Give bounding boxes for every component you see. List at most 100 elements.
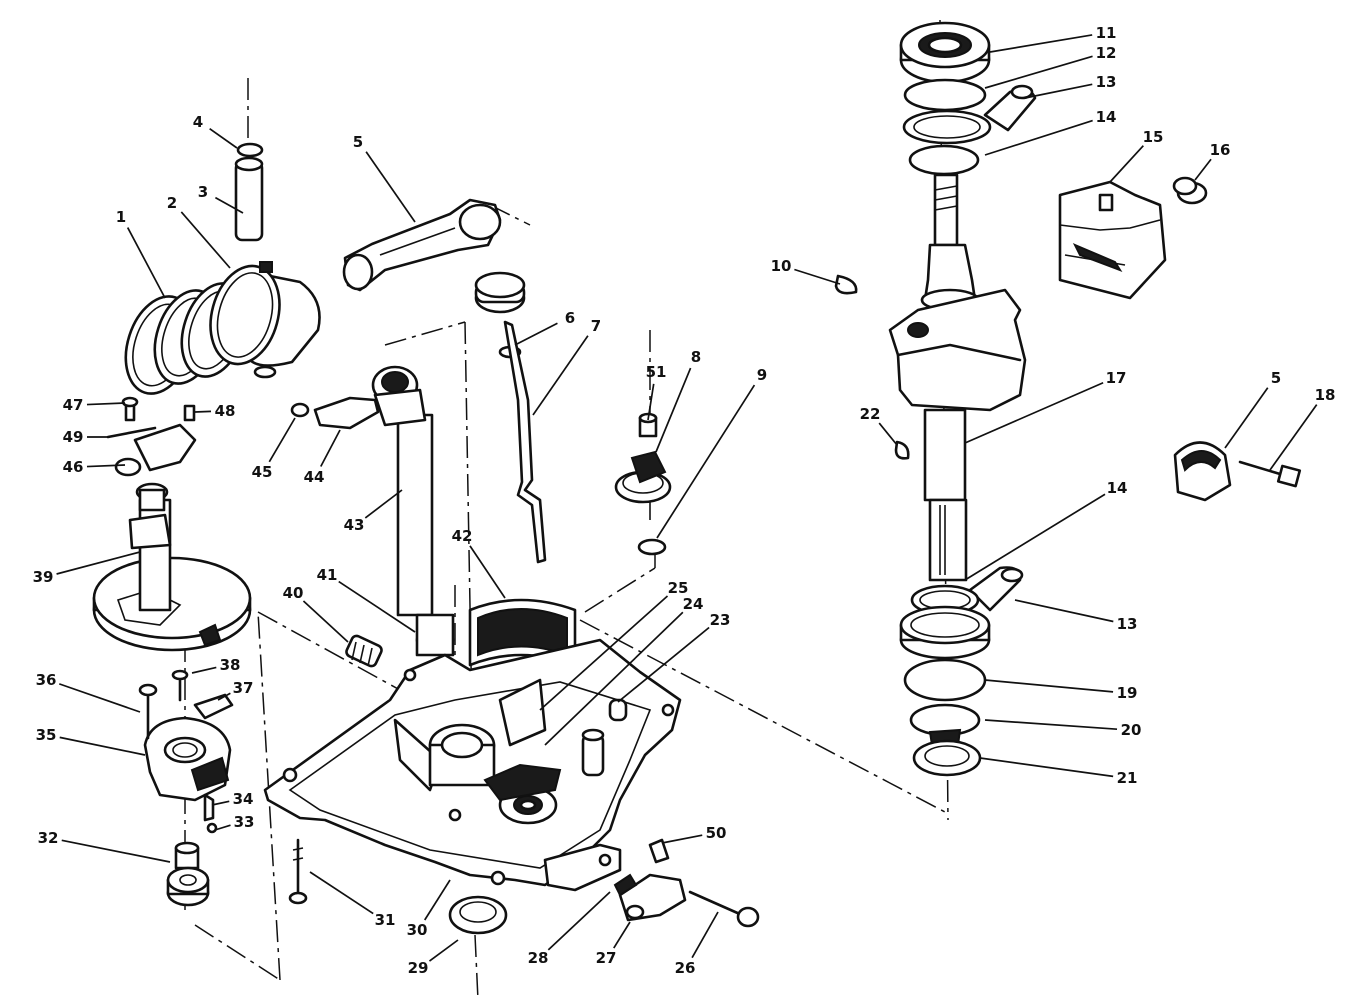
pump-rotor [174,841,200,870]
callout-label: 45 [252,463,273,481]
crankcase [263,638,682,892]
callout-leader [547,891,611,951]
callout-leader [1024,83,1093,99]
callout-label: 10 [771,257,792,275]
callout-label: 24 [683,595,704,613]
callout-label: 47 [63,396,84,414]
callout-label: 5 [353,133,363,151]
callout-leader [1269,404,1318,471]
callout-label: 15 [1143,128,1164,146]
oil-pump [138,669,234,834]
pin-retainer [236,142,264,158]
callout-leader [428,939,459,962]
callout-leader [209,127,238,149]
callout-label: 3 [198,183,208,201]
clip-bracket [290,396,380,430]
callout-label: 13 [1117,615,1138,633]
callout-leader [691,911,719,959]
callout-label: 4 [193,113,203,131]
callout-label: 27 [596,949,617,967]
seal-ring-29 [448,895,508,935]
callout-label: 25 [668,579,689,597]
callout-label: 50 [706,824,727,842]
callout-label: 44 [304,468,325,486]
seal-ring-upper [908,144,980,176]
crankcase-bolt [288,838,308,905]
piston-pin [234,156,264,242]
callout-leader [191,666,217,674]
callout-label: 38 [220,656,241,674]
callout-label: 28 [528,949,549,967]
crankshaft [888,173,1027,582]
callout-leader [86,402,126,406]
washer [637,538,667,556]
callout-label: 39 [33,568,54,586]
oil-sensor [614,412,672,520]
callout-label: 14 [1107,479,1128,497]
main-bearing [899,21,991,84]
callout-leader [1224,387,1269,449]
callout-leader [365,151,416,223]
callout-label: 42 [452,527,473,545]
callout-leader [214,196,244,214]
callout-leader [214,824,231,831]
callout-label: 12 [1096,44,1117,62]
callout-leader [964,493,1106,581]
callout-leader [1014,599,1114,623]
callout-leader [544,611,684,746]
callout-label: 43 [344,516,365,534]
pump-gear [166,866,210,907]
callout-label: 19 [1117,684,1138,702]
callout-label: 22 [860,405,881,423]
callout-label: 6 [565,309,575,327]
bushing [1172,176,1208,205]
callout-label: 46 [63,458,84,476]
callout-leader [309,871,374,915]
callout-label: 20 [1121,721,1142,739]
callout-leader [469,545,506,599]
spacer-ring [903,78,987,112]
callout-label: 30 [407,921,428,939]
callout-label: 17 [1106,369,1127,387]
oil-seal-arm-upper [902,84,1037,145]
bracket-assembly [613,838,687,922]
callout-leader [647,383,655,421]
callout-leader [268,417,296,463]
callout-label: 40 [283,584,304,602]
breather-tube [371,365,455,657]
callout-leader [656,384,756,539]
callout-leader [126,227,166,299]
spring [345,634,383,668]
callout-leader [979,757,1114,778]
callout-leader [58,683,141,713]
callout-leader [989,34,1093,53]
callout-leader [217,692,231,701]
callout-leader [211,800,230,806]
callout-leader [180,211,231,269]
piston [209,261,321,367]
bracket-bolt [688,890,760,928]
callout-label: 26 [675,959,696,977]
camshaft-gear [92,482,252,652]
callout-label: 1 [116,208,126,226]
connecting-rod [342,198,502,292]
callout-label: 8 [691,348,701,366]
callout-leader [661,834,703,844]
callout-label: 48 [215,402,236,420]
callout-leader [984,55,1093,89]
callout-label: 23 [710,611,731,629]
callout-leader [794,268,841,285]
callout-label: 49 [63,428,84,446]
callout-leaders [56,34,1318,962]
key [834,274,858,295]
governor-arm [106,396,197,477]
callout-label: 36 [36,671,57,689]
callout-leader [539,595,669,711]
callout-label: 2 [167,194,177,212]
callout-label: 16 [1210,141,1231,159]
crank-key [894,440,910,460]
callout-leader [1109,145,1144,183]
rod-cap [1173,441,1232,502]
callout-leader [364,489,403,519]
callout-label: 35 [36,726,57,744]
